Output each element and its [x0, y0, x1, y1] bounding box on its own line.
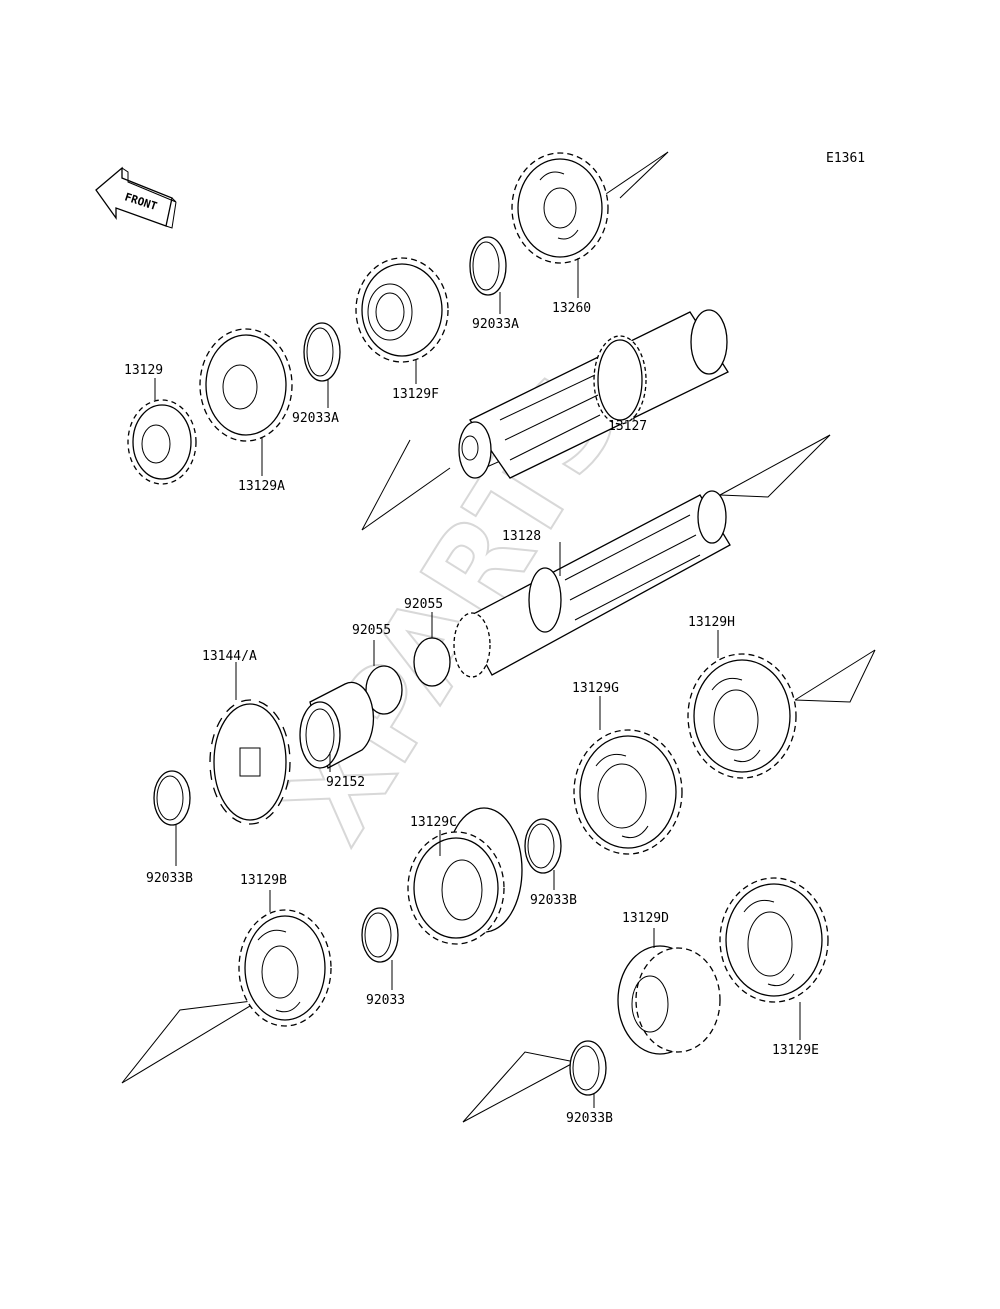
circlip-92033B-right — [524, 818, 562, 874]
gear-13129C — [407, 807, 523, 945]
leader-lines — [154, 258, 801, 1108]
callout-92033A-top: 92033A — [472, 317, 519, 332]
circlip-92033B-left — [153, 770, 191, 826]
callout-13129B: 13129B — [240, 873, 287, 888]
shaft-13127 — [458, 309, 729, 479]
callout-92033A-mid: 92033A — [292, 411, 339, 426]
callout-92033B-bottom: 92033B — [566, 1111, 613, 1126]
circlip-92033B-bottom — [569, 1040, 607, 1096]
callout-92033: 92033 — [366, 993, 405, 1008]
callout-92055-right: 92055 — [404, 597, 443, 612]
callout-13129D: 13129D — [622, 911, 669, 926]
circlip-92033A-mid — [303, 322, 341, 382]
gear-13129A — [199, 328, 293, 442]
gear-13129 — [127, 399, 197, 485]
gear-13260 — [511, 152, 609, 264]
sprocket-13144A — [209, 699, 291, 825]
diagram-code: E1361 — [826, 151, 865, 166]
callout-92033B-right: 92033B — [530, 893, 577, 908]
callout-13129G: 13129G — [572, 681, 619, 696]
front-arrow-icon: FRONT — [95, 166, 177, 229]
gear-13129E — [719, 877, 829, 1003]
callout-13129C: 13129C — [410, 815, 457, 830]
gear-13129F — [355, 257, 449, 363]
callout-92152: 92152 — [326, 775, 365, 790]
callout-13127: 13127 — [608, 419, 647, 434]
circlip-92033A-top — [469, 236, 507, 296]
callout-13129H: 13129H — [688, 615, 735, 630]
callout-13129E: 13129E — [772, 1043, 819, 1058]
shaft-13128 — [453, 490, 731, 678]
gear-13129H — [687, 653, 797, 779]
callout-13129F: 13129F — [392, 387, 439, 402]
collar-92152 — [299, 681, 375, 769]
circlip-92033 — [361, 907, 399, 963]
callout-13260: 13260 — [552, 301, 591, 316]
axis-lines — [121, 151, 876, 1123]
callout-92033B-left: 92033B — [146, 871, 193, 886]
gear-13129G — [573, 729, 683, 855]
callout-13144A: 13144/A — [202, 649, 257, 664]
callout-13129: 13129 — [124, 363, 163, 378]
o-ring-92055-right — [413, 637, 451, 687]
gear-13129D — [617, 945, 721, 1055]
callout-13128: 13128 — [502, 529, 541, 544]
o-ring-92055-left — [365, 665, 403, 715]
callout-13129A: 13129A — [238, 479, 285, 494]
callout-92055-left: 92055 — [352, 623, 391, 638]
callout-labels: 13260 92033A 13129F 92033A 13129 13129A … — [124, 301, 819, 1126]
gear-13129B — [238, 909, 332, 1027]
